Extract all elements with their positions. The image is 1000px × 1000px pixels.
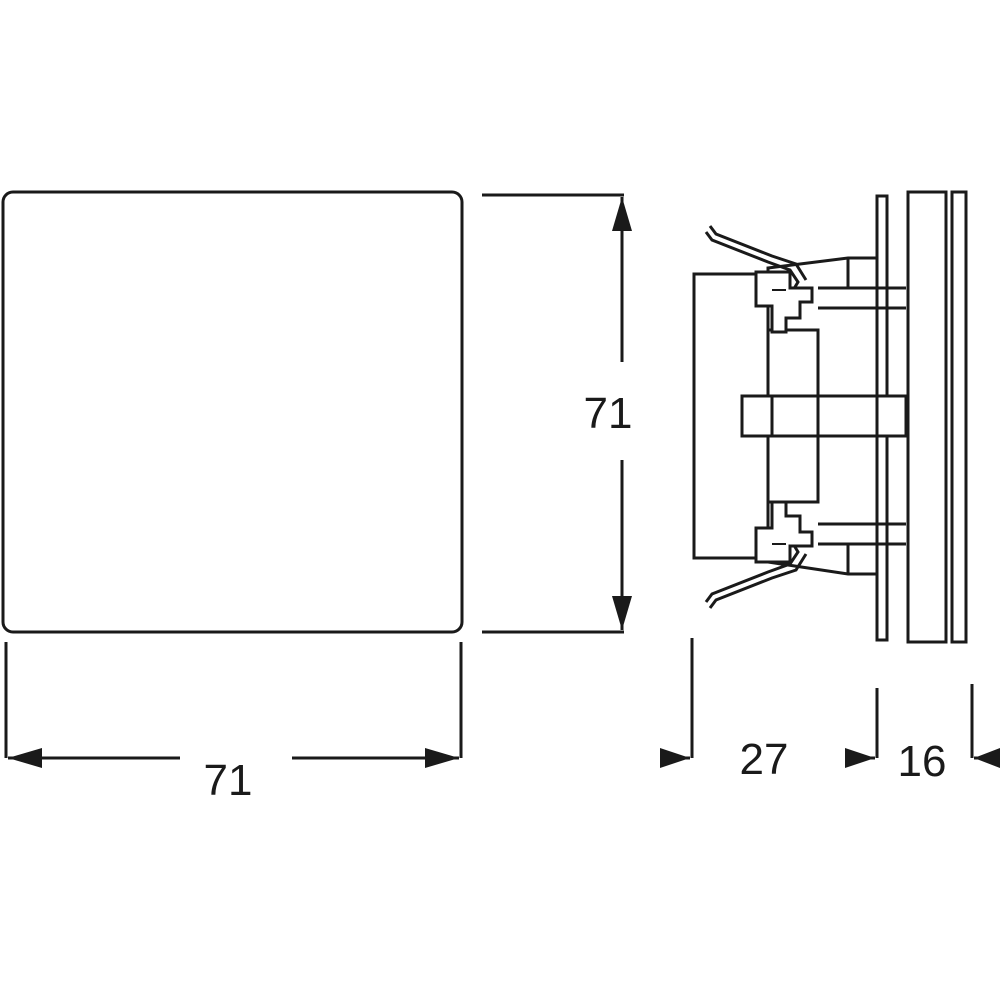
side-center-shaft (740, 394, 908, 438)
side-lower-claw-inner (708, 553, 808, 609)
depth-rear-label: 27 (740, 735, 789, 784)
depth-front-label: 16 (898, 737, 947, 786)
width-arrow-right (425, 748, 459, 768)
depth-front-arrow-right (974, 748, 1000, 768)
width-dimension: 71 (4, 642, 463, 805)
side-lower-clamp (754, 500, 814, 564)
width-arrow-left (8, 748, 42, 768)
side-view (692, 190, 968, 644)
depth-rear-dimension: 27 (660, 638, 788, 784)
front-view-plate (1, 190, 464, 634)
side-upper-claw-inner (708, 225, 808, 281)
side-outer-plate (950, 190, 968, 644)
depth-front-dimension: 16 (845, 684, 1000, 786)
depth-rear-arrow (660, 748, 690, 768)
side-upper-claw-outer (704, 231, 800, 293)
depth-front-arrow-left (845, 748, 875, 768)
height-dimension: 71 (482, 193, 633, 634)
side-cover-plate (906, 190, 948, 644)
side-upper-clamp (754, 270, 814, 334)
width-dimension-label: 71 (204, 756, 253, 805)
height-arrow-bottom (612, 596, 632, 630)
height-dimension-label: 71 (584, 389, 633, 438)
height-arrow-top (612, 197, 632, 231)
side-lower-claw-outer (704, 541, 800, 603)
